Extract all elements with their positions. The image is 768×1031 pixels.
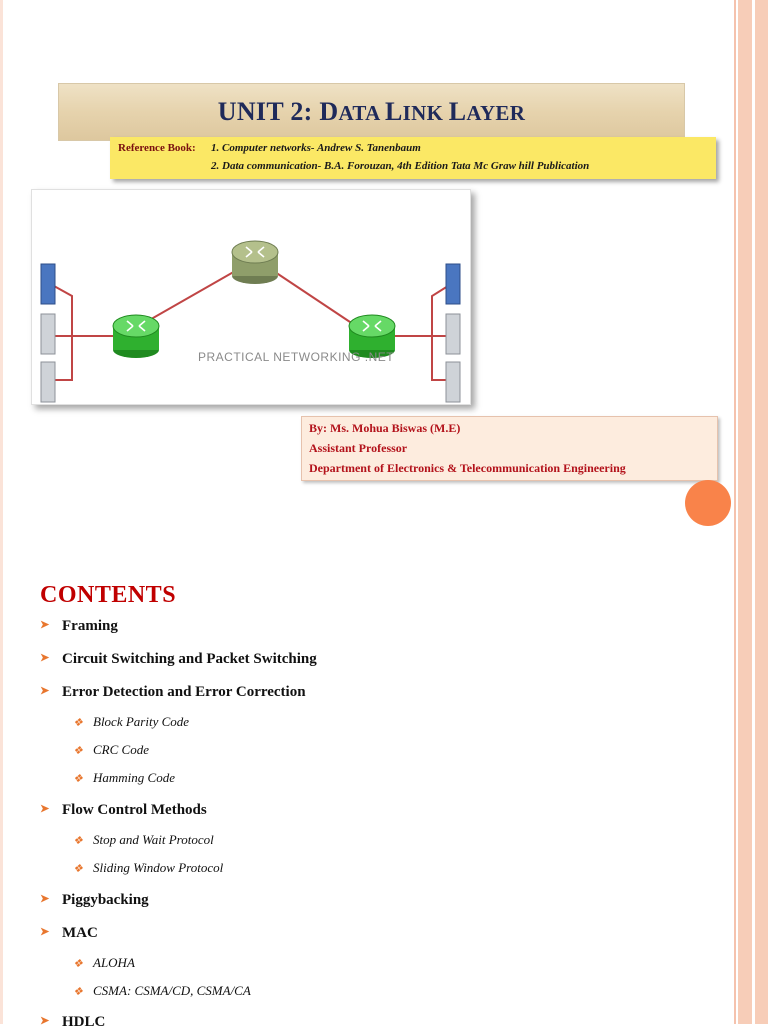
slide-title: UNIT 2: DATA LINK LAYER bbox=[217, 97, 526, 126]
left-edge bbox=[0, 0, 3, 1024]
arrow-bullet-icon: ➤ bbox=[40, 685, 50, 697]
arrow-bullet-icon: ➤ bbox=[40, 803, 50, 815]
diamond-bullet-icon: ❖ bbox=[73, 835, 83, 847]
diamond-bullet-icon: ❖ bbox=[73, 986, 83, 998]
list-item: ➤Piggybacking bbox=[40, 892, 149, 908]
list-item: ➤MAC bbox=[40, 925, 98, 941]
border-stripe bbox=[755, 0, 768, 1024]
title-banner: UNIT 2: DATA LINK LAYER bbox=[58, 83, 685, 141]
server-icon bbox=[445, 263, 461, 403]
list-item: ➤Framing bbox=[40, 618, 118, 634]
network-diagram-image: PRACTICAL NETWORKING .NET bbox=[31, 189, 471, 405]
image-watermark: PRACTICAL NETWORKING .NET bbox=[198, 350, 395, 364]
reference-box: Reference Book: 1. Computer networks- An… bbox=[110, 137, 716, 179]
list-item: ➤Flow Control Methods bbox=[40, 802, 207, 818]
arrow-bullet-icon: ➤ bbox=[40, 652, 50, 664]
arrow-bullet-icon: ➤ bbox=[40, 893, 50, 905]
list-item: ❖CRC Code bbox=[73, 742, 149, 757]
author-role: Assistant Professor bbox=[309, 441, 408, 455]
diamond-bullet-icon: ❖ bbox=[73, 773, 83, 785]
border-stripe bbox=[752, 0, 755, 1024]
network-diagram bbox=[40, 240, 461, 403]
reference-label: Reference Book: bbox=[118, 142, 196, 154]
contents-heading: CONTENTS bbox=[40, 582, 177, 608]
diamond-bullet-icon: ❖ bbox=[73, 717, 83, 729]
arrow-bullet-icon: ➤ bbox=[40, 926, 50, 938]
diamond-bullet-icon: ❖ bbox=[73, 958, 83, 970]
decorative-circle bbox=[685, 480, 731, 526]
author-box: By: Ms. Mohua Biswas (M.E) Assistant Pro… bbox=[301, 416, 718, 481]
reference-book-2: 2. Data communication- B.A. Forouzan, 4t… bbox=[211, 160, 590, 172]
list-item: ❖CSMA: CSMA/CD, CSMA/CA bbox=[73, 983, 251, 998]
list-item: ❖Hamming Code bbox=[73, 770, 175, 785]
list-item: ❖Sliding Window Protocol bbox=[73, 860, 224, 875]
router-icon bbox=[231, 240, 279, 284]
router-icon bbox=[348, 314, 396, 358]
reference-book-1: 1. Computer networks- Andrew S. Tanenbau… bbox=[211, 142, 421, 154]
list-item: ➤Error Detection and Error Correction bbox=[40, 684, 306, 700]
border-stripe bbox=[738, 0, 752, 1024]
author-department: Department of Electronics & Telecommunic… bbox=[309, 461, 626, 475]
list-item: ❖ALOHA bbox=[73, 955, 135, 970]
arrow-bullet-icon: ➤ bbox=[40, 619, 50, 631]
server-icon bbox=[40, 263, 56, 403]
list-item: ❖Stop and Wait Protocol bbox=[73, 832, 214, 847]
diamond-bullet-icon: ❖ bbox=[73, 745, 83, 757]
diamond-bullet-icon: ❖ bbox=[73, 863, 83, 875]
list-item: ➤Circuit Switching and Packet Switching bbox=[40, 651, 317, 667]
border-stripe bbox=[734, 0, 736, 1024]
router-icon bbox=[112, 314, 160, 358]
list-item: ❖Block Parity Code bbox=[73, 714, 190, 729]
author-name: By: Ms. Mohua Biswas (M.E) bbox=[309, 421, 461, 435]
arrow-bullet-icon: ➤ bbox=[40, 1015, 50, 1027]
list-item: ➤HDLC bbox=[40, 1014, 106, 1030]
